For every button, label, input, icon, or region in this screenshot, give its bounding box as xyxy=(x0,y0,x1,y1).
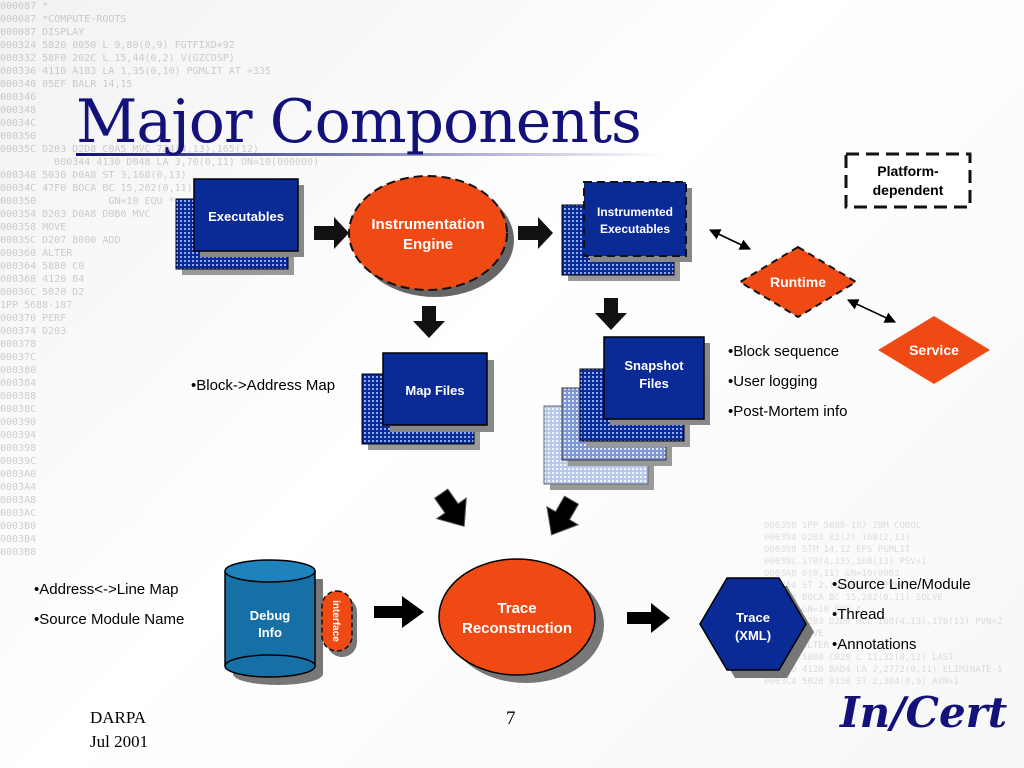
footer-date: Jul 2001 xyxy=(90,732,149,751)
snapshot-notes: •Block sequence •User logging •Post-Mort… xyxy=(728,337,847,427)
instrumentation-engine-node: Instrumentation Engine xyxy=(348,175,514,297)
arrow-instrumented-runtime xyxy=(708,229,752,250)
executables-label: Executables xyxy=(208,209,284,224)
arrow-reconstruction-to-trace xyxy=(627,603,670,633)
legend-label-line2: dependent xyxy=(873,182,944,198)
background-code-texture: 000087 * 000087 *COMPUTE-ROOTS 000087 DI… xyxy=(0,1,320,558)
note-item: •Block->Address Map xyxy=(191,377,336,394)
note-item: •Source Line/Module xyxy=(832,576,971,593)
arrow-instrumented-to-snapshot xyxy=(595,298,627,330)
instrumented-label-line1: Instrumented xyxy=(597,205,673,219)
reconstruction-label-line2: Reconstruction xyxy=(462,620,572,637)
note-item: •Source Module Name xyxy=(34,611,185,628)
debug-label-line1: Debug xyxy=(250,608,291,623)
engine-label-line1: Instrumentation xyxy=(371,216,484,233)
arrow-engine-to-mapfiles xyxy=(413,306,445,338)
arrow-runtime-service xyxy=(846,299,897,323)
map-files-notes: •Block->Address Map xyxy=(191,371,335,401)
service-node: Service xyxy=(878,316,990,384)
snapshot-label-line1: Snapshot xyxy=(624,358,684,373)
map-files-node: Map Files xyxy=(361,352,494,450)
instrumented-label-line2: Executables xyxy=(600,222,670,236)
snapshot-label-line2: Files xyxy=(639,376,669,391)
logo-text-cert: Cert xyxy=(905,688,1008,737)
interface-node: interface xyxy=(321,590,357,657)
logo-text-in: In xyxy=(840,688,891,737)
arrow-exec-to-engine xyxy=(314,217,349,249)
title-underline xyxy=(76,153,666,156)
footer-org: DARPA xyxy=(90,708,147,727)
page-number: 7 xyxy=(506,708,516,729)
debug-info-node: Debug Info xyxy=(224,559,323,685)
interface-label: interface xyxy=(330,600,341,642)
trace-xml-label-line1: Trace xyxy=(736,610,770,625)
legend-label-line1: Platform- xyxy=(877,163,939,179)
note-item: •Annotations xyxy=(832,636,917,653)
reconstruction-label-line1: Trace xyxy=(497,600,536,617)
slide-title: Major Components xyxy=(76,87,642,157)
trace-reconstruction-node: Trace Reconstruction xyxy=(438,558,604,683)
trace-xml-label-line2: (XML) xyxy=(735,628,771,643)
debug-notes: •Address<->Line Map •Source Module Name xyxy=(34,575,184,635)
map-files-label: Map Files xyxy=(405,383,464,398)
platform-dependent-legend: Platform- dependent xyxy=(844,152,972,209)
note-item: •Block sequence xyxy=(728,343,840,360)
arrow-interface-to-reconstruction xyxy=(374,596,424,628)
trace-notes: •Source Line/Module •Thread •Annotations xyxy=(832,570,971,660)
note-item: •User logging xyxy=(728,373,818,390)
arrow-engine-to-instrumented xyxy=(518,217,553,249)
debug-label-line2: Info xyxy=(258,625,282,640)
incert-logo: In/Cert xyxy=(840,688,1008,737)
runtime-node: Runtime xyxy=(738,245,858,319)
instrumented-executables-node: Instrumented Executables xyxy=(561,181,692,281)
arrow-mapfiles-to-reconstruction xyxy=(433,488,467,528)
note-item: •Post-Mortem info xyxy=(728,403,848,420)
arrow-snapshot-to-reconstruction xyxy=(546,495,580,536)
service-label: Service xyxy=(909,342,959,358)
executables-node: Executables xyxy=(175,178,304,275)
trace-xml-node: Trace (XML) xyxy=(699,577,814,678)
runtime-label: Runtime xyxy=(770,274,826,290)
engine-label-line2: Engine xyxy=(403,236,453,253)
snapshot-files-node: Snapshot Files xyxy=(543,336,710,490)
note-item: •Thread xyxy=(832,606,885,623)
note-item: •Address<->Line Map xyxy=(34,581,179,598)
